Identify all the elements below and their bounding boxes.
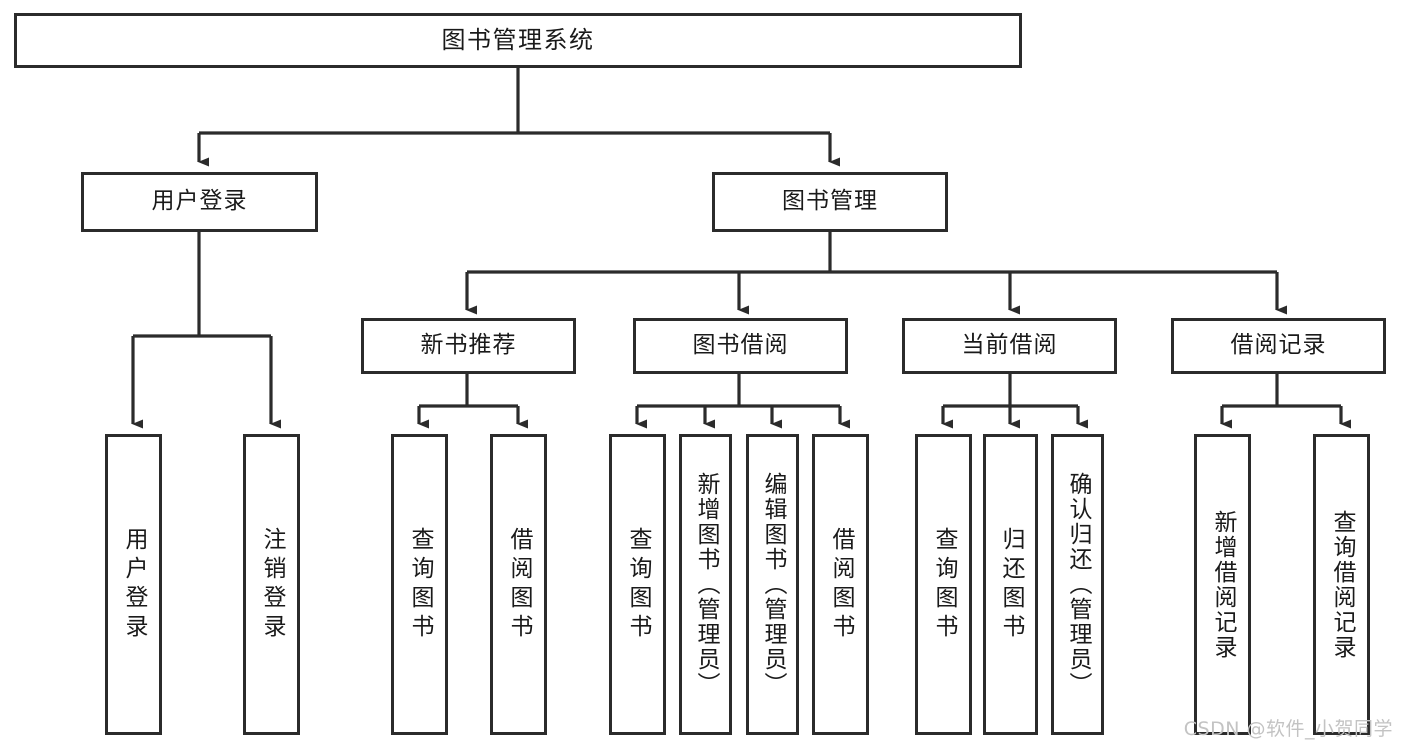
leaf-confirm-return-label: 确认归还（管理员） (1065, 472, 1091, 697)
node-book-manage-label: 图书管理 (782, 188, 878, 215)
leaf-user-login[interactable]: 用户登录 (105, 434, 162, 735)
leaf-query-record[interactable]: 查询借阅记录 (1313, 434, 1370, 735)
leaf-user-logout-label: 注销登录 (259, 526, 285, 643)
node-current-borrow-label: 当前借阅 (961, 332, 1058, 359)
leaf-return-book[interactable]: 归还图书 (983, 434, 1038, 735)
leaf-confirm-return[interactable]: 确认归还（管理员） (1051, 434, 1104, 735)
node-new-book-rec[interactable]: 新书推荐 (361, 318, 576, 374)
node-borrow-record-label: 借阅记录 (1230, 332, 1327, 359)
node-user-login-label: 用户登录 (151, 188, 248, 215)
node-new-book-rec-label: 新书推荐 (420, 332, 517, 359)
leaf-user-login-label: 用户登录 (121, 526, 147, 643)
node-book-borrow[interactable]: 图书借阅 (633, 318, 848, 374)
node-borrow-record[interactable]: 借阅记录 (1171, 318, 1386, 374)
leaf-return-book-label: 归还图书 (998, 526, 1024, 643)
node-current-borrow[interactable]: 当前借阅 (902, 318, 1117, 374)
node-root[interactable]: 图书管理系统 (14, 13, 1022, 68)
leaf-query-book-2-label: 查询图书 (625, 526, 651, 643)
leaf-add-book[interactable]: 新增图书（管理员） (679, 434, 732, 735)
leaf-query-book-1-label: 查询图书 (407, 526, 433, 643)
leaf-add-record[interactable]: 新增借阅记录 (1194, 434, 1251, 735)
node-root-label: 图书管理系统 (441, 26, 595, 55)
leaf-query-book-2[interactable]: 查询图书 (609, 434, 666, 735)
leaf-edit-book-label: 编辑图书（管理员） (760, 472, 786, 697)
leaf-query-record-label: 查询借阅记录 (1329, 509, 1355, 660)
leaf-borrow-book-1-label: 借阅图书 (506, 526, 532, 643)
leaf-add-book-label: 新增图书（管理员） (693, 472, 719, 697)
leaf-query-book-3[interactable]: 查询图书 (915, 434, 972, 735)
node-user-login[interactable]: 用户登录 (81, 172, 318, 232)
leaf-query-book-1[interactable]: 查询图书 (391, 434, 448, 735)
leaf-add-record-label: 新增借阅记录 (1210, 509, 1236, 660)
leaf-query-book-3-label: 查询图书 (931, 526, 957, 643)
node-book-manage[interactable]: 图书管理 (712, 172, 948, 232)
leaf-user-logout[interactable]: 注销登录 (243, 434, 300, 735)
leaf-borrow-book-2-label: 借阅图书 (828, 526, 854, 643)
leaf-borrow-book-1[interactable]: 借阅图书 (490, 434, 547, 735)
leaf-edit-book[interactable]: 编辑图书（管理员） (746, 434, 799, 735)
node-book-borrow-label: 图书借阅 (692, 332, 789, 359)
leaf-borrow-book-2[interactable]: 借阅图书 (812, 434, 869, 735)
